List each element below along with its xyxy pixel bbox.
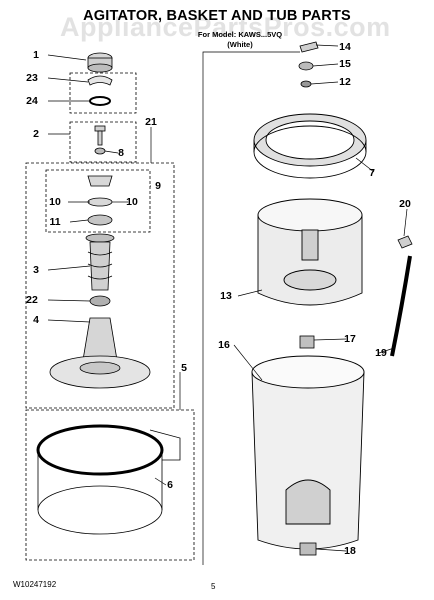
model-variant: (White) bbox=[227, 40, 253, 49]
callout-5: 5 bbox=[181, 362, 187, 374]
callout-7: 7 bbox=[369, 167, 375, 179]
callout-11: 11 bbox=[49, 216, 60, 228]
callout-6: 6 bbox=[167, 479, 173, 491]
callout-21: 21 bbox=[145, 116, 157, 128]
callout-12: 12 bbox=[339, 76, 351, 88]
callout-9: 9 bbox=[155, 180, 161, 192]
group-box-2-8 bbox=[69, 121, 137, 163]
hose-part bbox=[390, 235, 413, 357]
callout-labels: 1 23 24 2 8 21 9 10 10 11 3 22 4 5 6 14 15 12 7 20 13 17 19 16 1… bbox=[26, 41, 411, 557]
callout-17: 17 bbox=[344, 333, 356, 345]
auger-part bbox=[85, 233, 115, 291]
group-box-9 bbox=[45, 169, 151, 233]
callout-19: 19 bbox=[375, 347, 387, 359]
assembly-centerline bbox=[202, 51, 300, 565]
page-number: 5 bbox=[211, 582, 216, 591]
callout-22: 22 bbox=[26, 294, 38, 306]
basket-part bbox=[257, 198, 363, 306]
model-line: For Model: KAWS...5VQ bbox=[197, 30, 283, 39]
callout-4: 4 bbox=[33, 314, 39, 326]
agitator-base-part bbox=[49, 317, 151, 389]
callout-10: 10 bbox=[126, 196, 138, 208]
group-boxes bbox=[25, 72, 195, 561]
page-title: AGITATOR, BASKET AND TUB PARTS bbox=[83, 8, 351, 24]
callout-2: 2 bbox=[33, 128, 39, 140]
outer-tub-part bbox=[251, 355, 365, 550]
callout-15: 15 bbox=[339, 58, 351, 70]
callout-13: 13 bbox=[220, 290, 232, 302]
balance-ring-part bbox=[253, 113, 367, 179]
tub-ring-part bbox=[36, 424, 181, 535]
callout-24: 24 bbox=[26, 95, 38, 107]
callout-10: 10 bbox=[49, 196, 61, 208]
callout-14: 14 bbox=[339, 41, 351, 53]
callout-18: 18 bbox=[344, 545, 356, 557]
leader-lines bbox=[47, 44, 408, 552]
group-box-23-24 bbox=[69, 72, 137, 114]
callout-8: 8 bbox=[118, 147, 124, 159]
tub-seal-part bbox=[299, 335, 315, 349]
doc-number: W10247192 bbox=[13, 580, 57, 589]
callout-3: 3 bbox=[33, 264, 39, 276]
group-box-5 bbox=[25, 409, 195, 561]
agitator-dogs-part bbox=[87, 175, 113, 226]
coupler-part bbox=[89, 295, 111, 307]
agitator-cap-part bbox=[87, 52, 113, 73]
seal-rings-part bbox=[87, 75, 113, 106]
drain-nut-part bbox=[299, 542, 317, 556]
callout-23: 23 bbox=[26, 72, 38, 84]
bolt-part bbox=[94, 125, 106, 155]
model-info: For Model: KAWS...5VQ (White) bbox=[160, 30, 320, 50]
nut-parts bbox=[298, 41, 319, 88]
group-box-21 bbox=[25, 162, 175, 409]
callout-16: 16 bbox=[218, 339, 230, 351]
callout-1: 1 bbox=[33, 49, 39, 61]
callout-20: 20 bbox=[399, 198, 411, 210]
